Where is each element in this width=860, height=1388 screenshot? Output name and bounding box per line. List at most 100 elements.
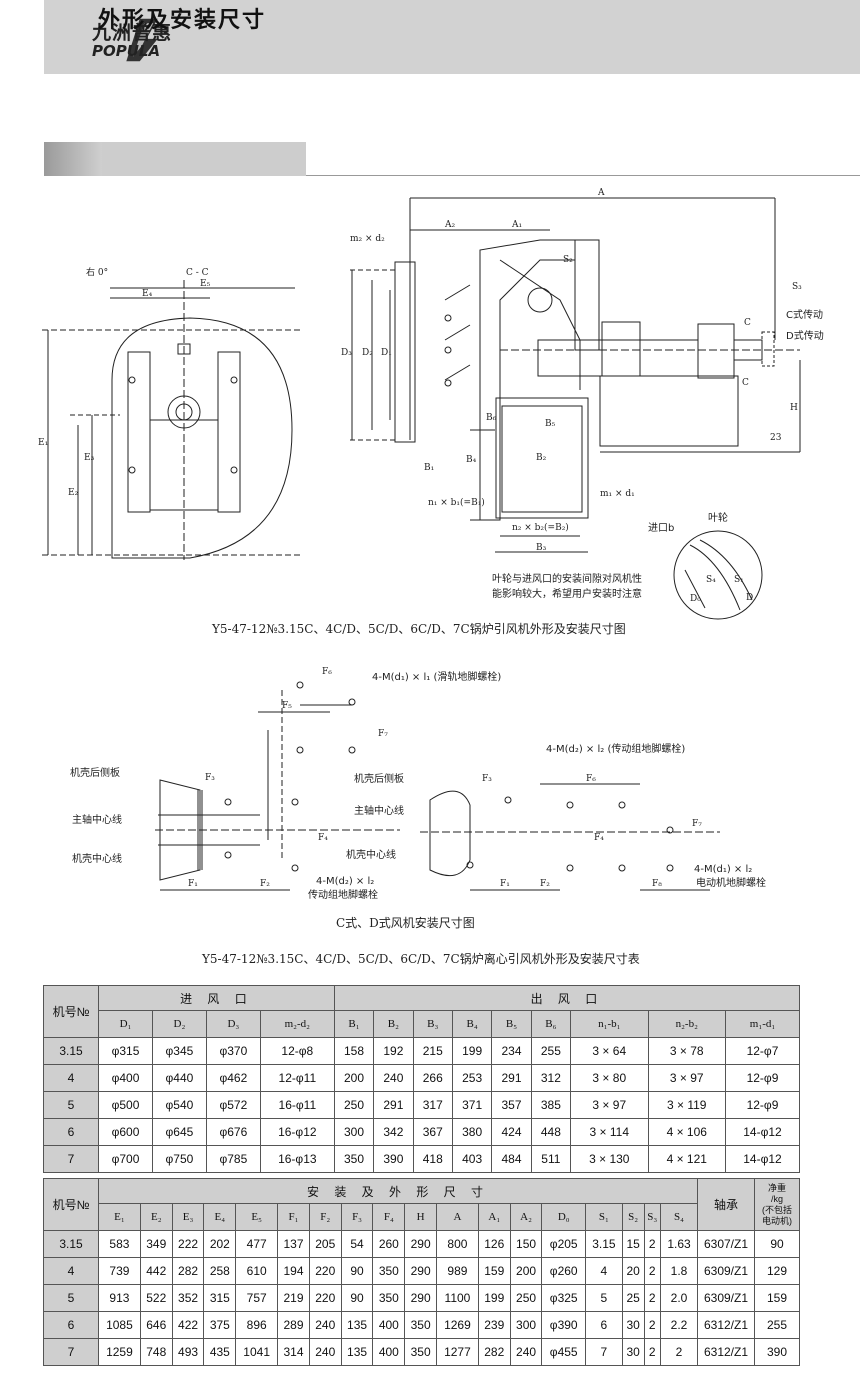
table-cell: 266 <box>412 1064 453 1092</box>
table-cell: 300 <box>509 1311 543 1339</box>
table-cell: 484 <box>491 1145 532 1173</box>
table-cell: 290 <box>404 1230 437 1258</box>
table1-rowhead: 机号№ <box>43 985 99 1038</box>
table-cell: 3 × 130 <box>570 1145 649 1173</box>
installation-note: 叶轮与进风口的安装间隙对风机性能影响较大，希望用户安装时注意 <box>492 574 642 600</box>
table1-col-header: D₂ <box>151 1010 207 1038</box>
table-cell: φ205 <box>541 1230 586 1258</box>
table-cell: 896 <box>235 1311 279 1339</box>
table2-col-header: S₄ <box>660 1203 698 1231</box>
table-cell: 1.63 <box>660 1230 698 1258</box>
label-m2d2: m₂ × d₂ <box>350 234 385 244</box>
label-f3b: F₃ <box>482 774 492 784</box>
table-cell: φ260 <box>541 1257 586 1285</box>
table-cell: 90 <box>340 1257 374 1285</box>
table-cell: 137 <box>277 1230 310 1258</box>
table-cell: φ440 <box>151 1064 207 1092</box>
table-cell: 222 <box>171 1230 205 1258</box>
fan-outline-drawing: 右 0° C - C E₄ E₅ E₁ E₃ E₂ A A₂ A₁ m₂ × d… <box>38 188 824 620</box>
table-cell: 367 <box>412 1118 453 1146</box>
label-b2: B₂ <box>536 453 547 463</box>
label-c-drive: C式传动 <box>786 308 823 321</box>
label-s3: S₃ <box>792 282 802 292</box>
table-cell: 12-φ9 <box>724 1064 801 1092</box>
table-cell: 14-φ12 <box>724 1145 801 1173</box>
table2-col-header: E₄ <box>203 1203 237 1231</box>
table-cell: 2 <box>660 1338 698 1366</box>
table-cell: 317 <box>412 1091 453 1119</box>
label-f7b: F₇ <box>692 819 702 829</box>
label-b6: B₆ <box>486 413 497 423</box>
table-cell: 90 <box>754 1230 800 1258</box>
table1-group-outlet: 出 风 口 <box>333 985 801 1011</box>
table-cell: 25 <box>621 1284 645 1312</box>
table-cell: 54 <box>340 1230 374 1258</box>
table-cell: 300 <box>333 1118 375 1146</box>
table-cell: 291 <box>373 1091 414 1119</box>
table-cell: 129 <box>754 1257 800 1285</box>
table-cell: 290 <box>404 1257 437 1285</box>
label-impeller: 叶轮 <box>708 511 728 524</box>
table-cell: φ325 <box>541 1284 586 1312</box>
label-h: H <box>790 403 798 413</box>
table-cell: φ785 <box>205 1145 261 1173</box>
table-cell: 12-φ8 <box>259 1037 335 1065</box>
label-d0: D₀ <box>690 594 701 604</box>
label-a1: A₁ <box>511 220 522 230</box>
label-casing-b: 机壳中心线 <box>346 848 396 861</box>
label-23: 23 <box>770 433 782 443</box>
table-cell: φ540 <box>151 1091 207 1119</box>
table-cell: 3 × 97 <box>647 1064 726 1092</box>
label-f2a: F₂ <box>260 879 270 889</box>
figure2-caption: C式、D式风机安装尺寸图 <box>336 916 475 930</box>
brand-logo-icon <box>126 18 158 62</box>
table-cell: 6309/Z1 <box>697 1284 755 1312</box>
table-cell: 424 <box>491 1118 532 1146</box>
table-cell: 250 <box>509 1284 543 1312</box>
table-cell: 6309/Z1 <box>697 1257 755 1285</box>
table-cell: 215 <box>412 1037 453 1065</box>
table1-col-header: B₃ <box>412 1010 453 1038</box>
table-cell: 2.2 <box>660 1311 698 1339</box>
label-s2: S₂ <box>563 255 573 265</box>
label-f4a: F₄ <box>318 833 328 843</box>
table-cell: 240 <box>308 1311 342 1339</box>
row-model-cell: 7 <box>43 1145 99 1173</box>
table-cell: 220 <box>308 1257 342 1285</box>
table-cell: 194 <box>277 1257 310 1285</box>
table-cell: 291 <box>491 1064 532 1092</box>
table-cell: 135 <box>340 1338 374 1366</box>
label-shaft-b: 主轴中心线 <box>354 804 404 817</box>
table-cell: 2 <box>643 1311 662 1339</box>
label-motor-bolt2: 电动机地脚螺栓 <box>696 876 766 889</box>
row-model-cell: 6 <box>43 1311 99 1339</box>
label-f8: F₈ <box>652 879 662 889</box>
table-cell: 1085 <box>98 1311 141 1339</box>
table2-col-header: E₂ <box>139 1203 173 1231</box>
brand-name-en: POPULA <box>92 42 161 60</box>
label-e4: E₄ <box>142 289 153 299</box>
table2-col-header: S₂ <box>621 1203 645 1231</box>
table-cell: 390 <box>754 1338 800 1366</box>
table-cell: 220 <box>308 1284 342 1312</box>
table-cell: 3 × 114 <box>570 1118 649 1146</box>
table-cell: 342 <box>373 1118 414 1146</box>
table-cell: 349 <box>139 1230 173 1258</box>
section-title: 外形及安装尺寸 <box>98 8 267 33</box>
table-cell: 12-φ9 <box>724 1091 801 1119</box>
table-cell: 350 <box>333 1145 375 1173</box>
table-cell: φ700 <box>98 1145 153 1173</box>
table-cell: 16-φ11 <box>259 1091 335 1119</box>
table2-rowhead: 机号№ <box>43 1178 99 1231</box>
table-cell: 7 <box>584 1338 623 1366</box>
table-cell: 282 <box>477 1338 511 1366</box>
table-cell: 289 <box>277 1311 310 1339</box>
table-cell: 435 <box>203 1338 237 1366</box>
